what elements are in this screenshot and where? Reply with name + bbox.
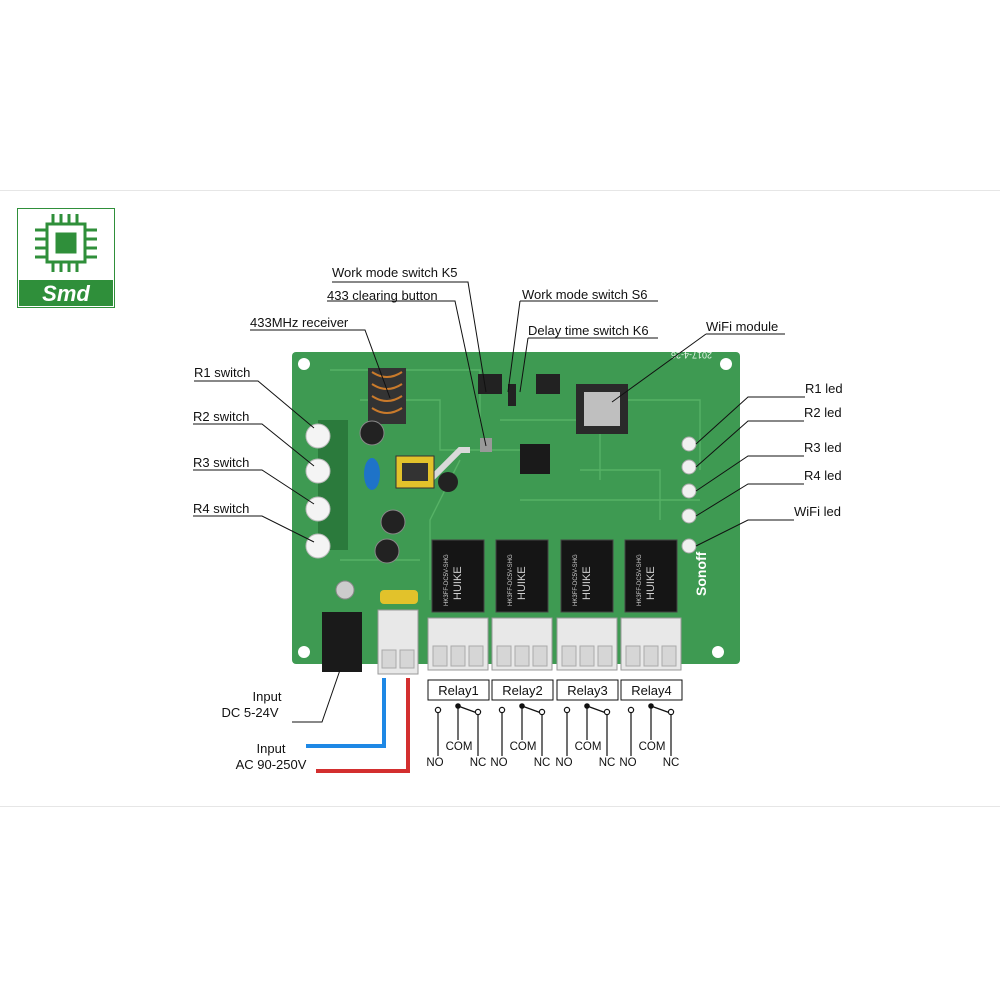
label-input-ac-line1: Input: [257, 741, 286, 756]
contact-schematic: [563, 703, 611, 756]
r4-led: [681, 508, 697, 524]
terminal-screw[interactable]: [532, 645, 548, 667]
relay-model: HK3FF-DC5V-SHG: [444, 554, 450, 606]
leader-lines: [193, 281, 805, 723]
smd-logo: Smd: [17, 208, 115, 308]
contact-no-label: NO: [619, 757, 636, 769]
terminal-screw[interactable]: [625, 645, 641, 667]
terminal-screw[interactable]: [561, 645, 577, 667]
terminal-screw[interactable]: [514, 645, 530, 667]
label-r4-led: R4 led: [804, 468, 842, 483]
contact-com-label: COM: [446, 741, 473, 753]
r1-led: [681, 436, 697, 452]
terminal-screw[interactable]: [579, 645, 595, 667]
label-r2-led: R2 led: [804, 405, 842, 420]
contact-nc-label: NC: [663, 757, 680, 769]
label-r1-led: R1 led: [805, 381, 843, 396]
label-work-mode-k5: Work mode switch K5: [332, 265, 457, 280]
label-r3-led: R3 led: [804, 440, 842, 455]
relay-label: Relay4: [631, 683, 671, 698]
label-delay-time-k6: Delay time switch K6: [528, 323, 649, 338]
board-version: 2017-4-26: [671, 350, 712, 360]
logo-text: Smd: [42, 281, 90, 306]
label-work-mode-s6: Work mode switch S6: [522, 287, 647, 302]
ac-wire-red: [316, 678, 410, 773]
label-input-dc-line2: DC 5-24V: [221, 705, 278, 720]
chip-icon: [35, 214, 97, 272]
label-433mhz-receiver: 433MHz receiver: [250, 315, 349, 330]
contact-nc-label: NC: [599, 757, 616, 769]
relay-brand: HUIKE: [516, 566, 528, 600]
relay-brand: HUIKE: [645, 566, 657, 600]
relay-brand: HUIKE: [581, 566, 593, 600]
label-r3-switch: R3 switch: [193, 455, 249, 470]
terminal-screw[interactable]: [496, 645, 512, 667]
r2-led: [681, 459, 697, 475]
contact-no-label: NO: [555, 757, 572, 769]
relay-model: HK3FF-DC5V-SHG: [573, 554, 579, 606]
r4-switch-button[interactable]: [305, 533, 331, 559]
ac-wire-blue: [306, 678, 386, 748]
relay-label: Relay1: [438, 683, 478, 698]
contact-nc-label: NC: [470, 757, 487, 769]
relay-body: [560, 539, 614, 613]
label-r4-switch: R4 switch: [193, 501, 249, 516]
label-input-dc-line1: Input: [253, 689, 282, 704]
label-r2-switch: R2 switch: [193, 409, 249, 424]
r3-led: [681, 483, 697, 499]
terminal-screw[interactable]: [450, 645, 466, 667]
contact-no-label: NO: [490, 757, 507, 769]
relay-brand: HUIKE: [452, 566, 464, 600]
r1-switch-button[interactable]: [305, 423, 331, 449]
contact-schematic: [434, 703, 482, 756]
board-brand: Sonoff: [693, 551, 709, 596]
label-r1-switch: R1 switch: [194, 365, 250, 380]
relay-label-box: [556, 679, 619, 701]
bottom-divider: [0, 806, 1000, 807]
relay-label: Relay2: [502, 683, 542, 698]
relay-label-box: [427, 679, 490, 701]
relay-model: HK3FF-DC5V-SHG: [637, 554, 643, 606]
components: [322, 368, 697, 675]
contact-com-label: COM: [510, 741, 537, 753]
terminal-screw[interactable]: [597, 645, 613, 667]
terminal-screw[interactable]: [468, 645, 484, 667]
relay-label: Relay3: [567, 683, 607, 698]
contact-com-label: COM: [575, 741, 602, 753]
contact-schematic: [498, 703, 546, 756]
relay-body: [431, 539, 485, 613]
label-wifi-module: WiFi module: [706, 319, 778, 334]
label-433-clearing-button: 433 clearing button: [327, 288, 438, 303]
contact-no-label: NO: [426, 757, 443, 769]
terminal-screw[interactable]: [661, 645, 677, 667]
contact-nc-label: NC: [534, 757, 551, 769]
terminal-screw[interactable]: [432, 645, 448, 667]
label-input-ac-line2: AC 90-250V: [236, 757, 307, 772]
terminal-screw[interactable]: [643, 645, 659, 667]
relay-label-box: [620, 679, 683, 701]
relay-model: HK3FF-DC5V-SHG: [508, 554, 514, 606]
top-divider: [0, 190, 1000, 191]
label-wifi-led: WiFi led: [794, 504, 841, 519]
wifi-led: [681, 538, 697, 554]
relay-body: [624, 539, 678, 613]
relay-body: [495, 539, 549, 613]
relay-label-box: [491, 679, 554, 701]
contact-schematic: [627, 703, 675, 756]
contact-com-label: COM: [639, 741, 666, 753]
